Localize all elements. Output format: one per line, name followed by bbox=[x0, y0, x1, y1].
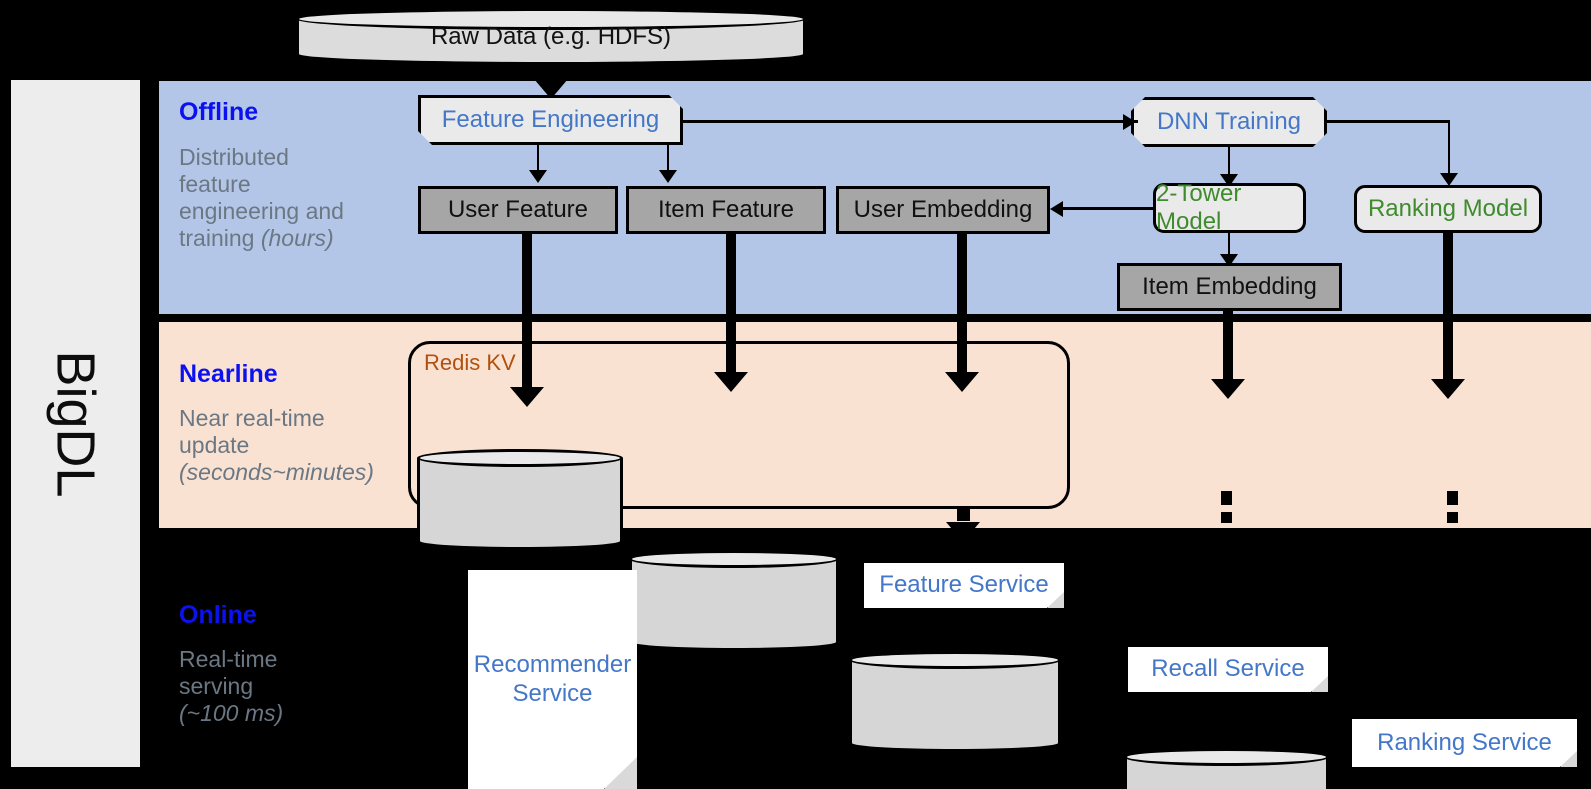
arrowhead-fe-to-dnn bbox=[1123, 114, 1136, 130]
user-embedding-store-cylinder[interactable] bbox=[849, 651, 1061, 752]
connector-item-feature-to-store bbox=[726, 234, 736, 379]
connector-two-tower-to-item-embedding bbox=[1228, 233, 1230, 260]
dnn-training-node[interactable]: DNN Training bbox=[1131, 97, 1327, 147]
page-fold-icon bbox=[1047, 592, 1064, 608]
page-fold-icon bbox=[1311, 676, 1328, 692]
feature-service-label: Feature Service bbox=[879, 571, 1049, 599]
vector-index-label: Vector Index bbox=[1124, 748, 1329, 789]
offline-title: Offline bbox=[179, 98, 259, 126]
two-tower-model-node[interactable]: 2-Tower Model bbox=[1153, 180, 1306, 235]
offline-desc-line-4: training (hours) bbox=[179, 224, 334, 251]
item-feature-store-cylinder[interactable] bbox=[629, 550, 839, 651]
online-desc-line-1: Real-time bbox=[179, 646, 278, 672]
feature-engineering-node[interactable]: Feature Engineering bbox=[418, 95, 683, 145]
offline-description: Distributed feature engineering and trai… bbox=[179, 144, 379, 252]
connector-user-embedding-to-store bbox=[957, 234, 967, 379]
connector-dnn-to-ranking-v bbox=[1448, 120, 1450, 176]
recommender-service-label: Recommender Service bbox=[473, 651, 632, 707]
ranking-service-node[interactable]: Ranking Service bbox=[1352, 719, 1577, 767]
connector-fe-to-user-feature bbox=[537, 145, 539, 173]
item-feature-node[interactable]: Item Feature bbox=[626, 186, 826, 234]
connector-redis-to-feature-service-dash bbox=[957, 508, 970, 521]
online-description: Real-time serving (~100 ms) bbox=[179, 646, 409, 727]
cylinder-top bbox=[1124, 748, 1329, 766]
online-desc-italic: (~100 ms) bbox=[179, 699, 284, 726]
cylinder-top bbox=[849, 651, 1061, 669]
ranking-model-node[interactable]: Ranking Model bbox=[1354, 185, 1542, 233]
cylinder-top bbox=[296, 8, 806, 30]
arrowhead-item-embedding-to-vector-index bbox=[1211, 379, 1245, 399]
offline-desc-line-1: Distributed bbox=[179, 144, 289, 170]
connector-item-embedding-to-vector-index bbox=[1223, 311, 1233, 386]
redis-kv-container bbox=[408, 341, 1070, 509]
page-fold-icon bbox=[1560, 751, 1577, 767]
connector-fe-to-dnn bbox=[683, 120, 1138, 123]
bigdl-label: BigDL bbox=[45, 349, 106, 498]
recall-service-node[interactable]: Recall Service bbox=[1128, 647, 1328, 692]
offline-desc-line-2: feature bbox=[179, 170, 251, 197]
connector-dnn-to-two-tower bbox=[1228, 147, 1230, 177]
arrowhead-dnn-to-ranking bbox=[1440, 173, 1458, 186]
redis-kv-label: Redis KV bbox=[424, 350, 516, 375]
connector-fe-to-item-feature bbox=[667, 145, 669, 173]
online-desc-line-2: serving bbox=[179, 672, 254, 699]
cylinder-top bbox=[417, 449, 623, 467]
connector-vector-index-dash-2 bbox=[1221, 512, 1232, 523]
nearline-layer-band bbox=[159, 322, 1591, 532]
bigdl-framework-rail: BigDL bbox=[8, 77, 143, 770]
arrowhead-fe-to-user-feature bbox=[529, 170, 547, 183]
offline-desc-line-3: engineering and bbox=[179, 197, 344, 224]
nearline-desc-italic: (seconds~minutes) bbox=[179, 458, 374, 485]
user-embedding-store-label bbox=[849, 651, 1061, 752]
cylinder-body bbox=[417, 458, 623, 541]
arrowhead-redis-to-feature-service bbox=[946, 522, 980, 542]
arrowhead-two-tower-to-user-embedding bbox=[1050, 201, 1063, 217]
arrowhead-item-feature-to-store bbox=[714, 372, 748, 392]
arrowhead-user-feature-to-store bbox=[510, 387, 544, 407]
connector-two-tower-to-user-embedding bbox=[1062, 207, 1154, 210]
nearline-title: Nearline bbox=[179, 360, 278, 388]
connector-ranking-model-to-models bbox=[1443, 233, 1453, 386]
user-feature-store-cylinder[interactable] bbox=[417, 449, 623, 550]
recall-service-label: Recall Service bbox=[1151, 655, 1305, 683]
feature-service-node[interactable]: Feature Service bbox=[864, 563, 1064, 608]
online-title: Online bbox=[179, 601, 257, 629]
arrowhead-rawdata-to-fe bbox=[534, 79, 568, 99]
connector-dnn-to-ranking-h bbox=[1327, 120, 1450, 123]
connector-rawdata-to-fe bbox=[546, 64, 557, 82]
recommender-service-node[interactable]: Recommender Service bbox=[468, 570, 637, 789]
user-feature-store-label bbox=[417, 449, 623, 550]
nearline-desc-line-1: Near real-time bbox=[179, 405, 325, 431]
arrowhead-fe-to-item-feature bbox=[659, 170, 677, 183]
raw-data-label: Raw Data (e.g. HDFS) bbox=[430, 22, 672, 50]
ranking-service-label: Ranking Service bbox=[1377, 728, 1552, 756]
nearline-description: Near real-time update (seconds~minutes) bbox=[179, 405, 409, 486]
connector-models-dash-2 bbox=[1447, 512, 1458, 523]
connector-vector-index-dash-1 bbox=[1221, 491, 1232, 505]
connector-user-feature-to-store bbox=[522, 234, 532, 394]
nearline-desc-line-2: update bbox=[179, 431, 250, 458]
item-feature-store-label bbox=[629, 550, 839, 651]
raw-data-store: Raw Data (e.g. HDFS) bbox=[296, 8, 806, 65]
user-feature-node[interactable]: User Feature bbox=[418, 186, 618, 234]
page-fold-icon bbox=[604, 757, 637, 789]
cylinder-top bbox=[629, 550, 839, 568]
arrowhead-ranking-model-to-models bbox=[1431, 379, 1465, 399]
user-embedding-node[interactable]: User Embedding bbox=[836, 186, 1050, 234]
arrowhead-user-embedding-to-store bbox=[945, 372, 979, 392]
item-embedding-node[interactable]: Item Embedding bbox=[1117, 263, 1342, 311]
vector-index-cylinder[interactable]: Vector Index bbox=[1124, 748, 1329, 789]
cylinder-body bbox=[849, 660, 1061, 743]
connector-models-dash-1 bbox=[1447, 491, 1458, 505]
